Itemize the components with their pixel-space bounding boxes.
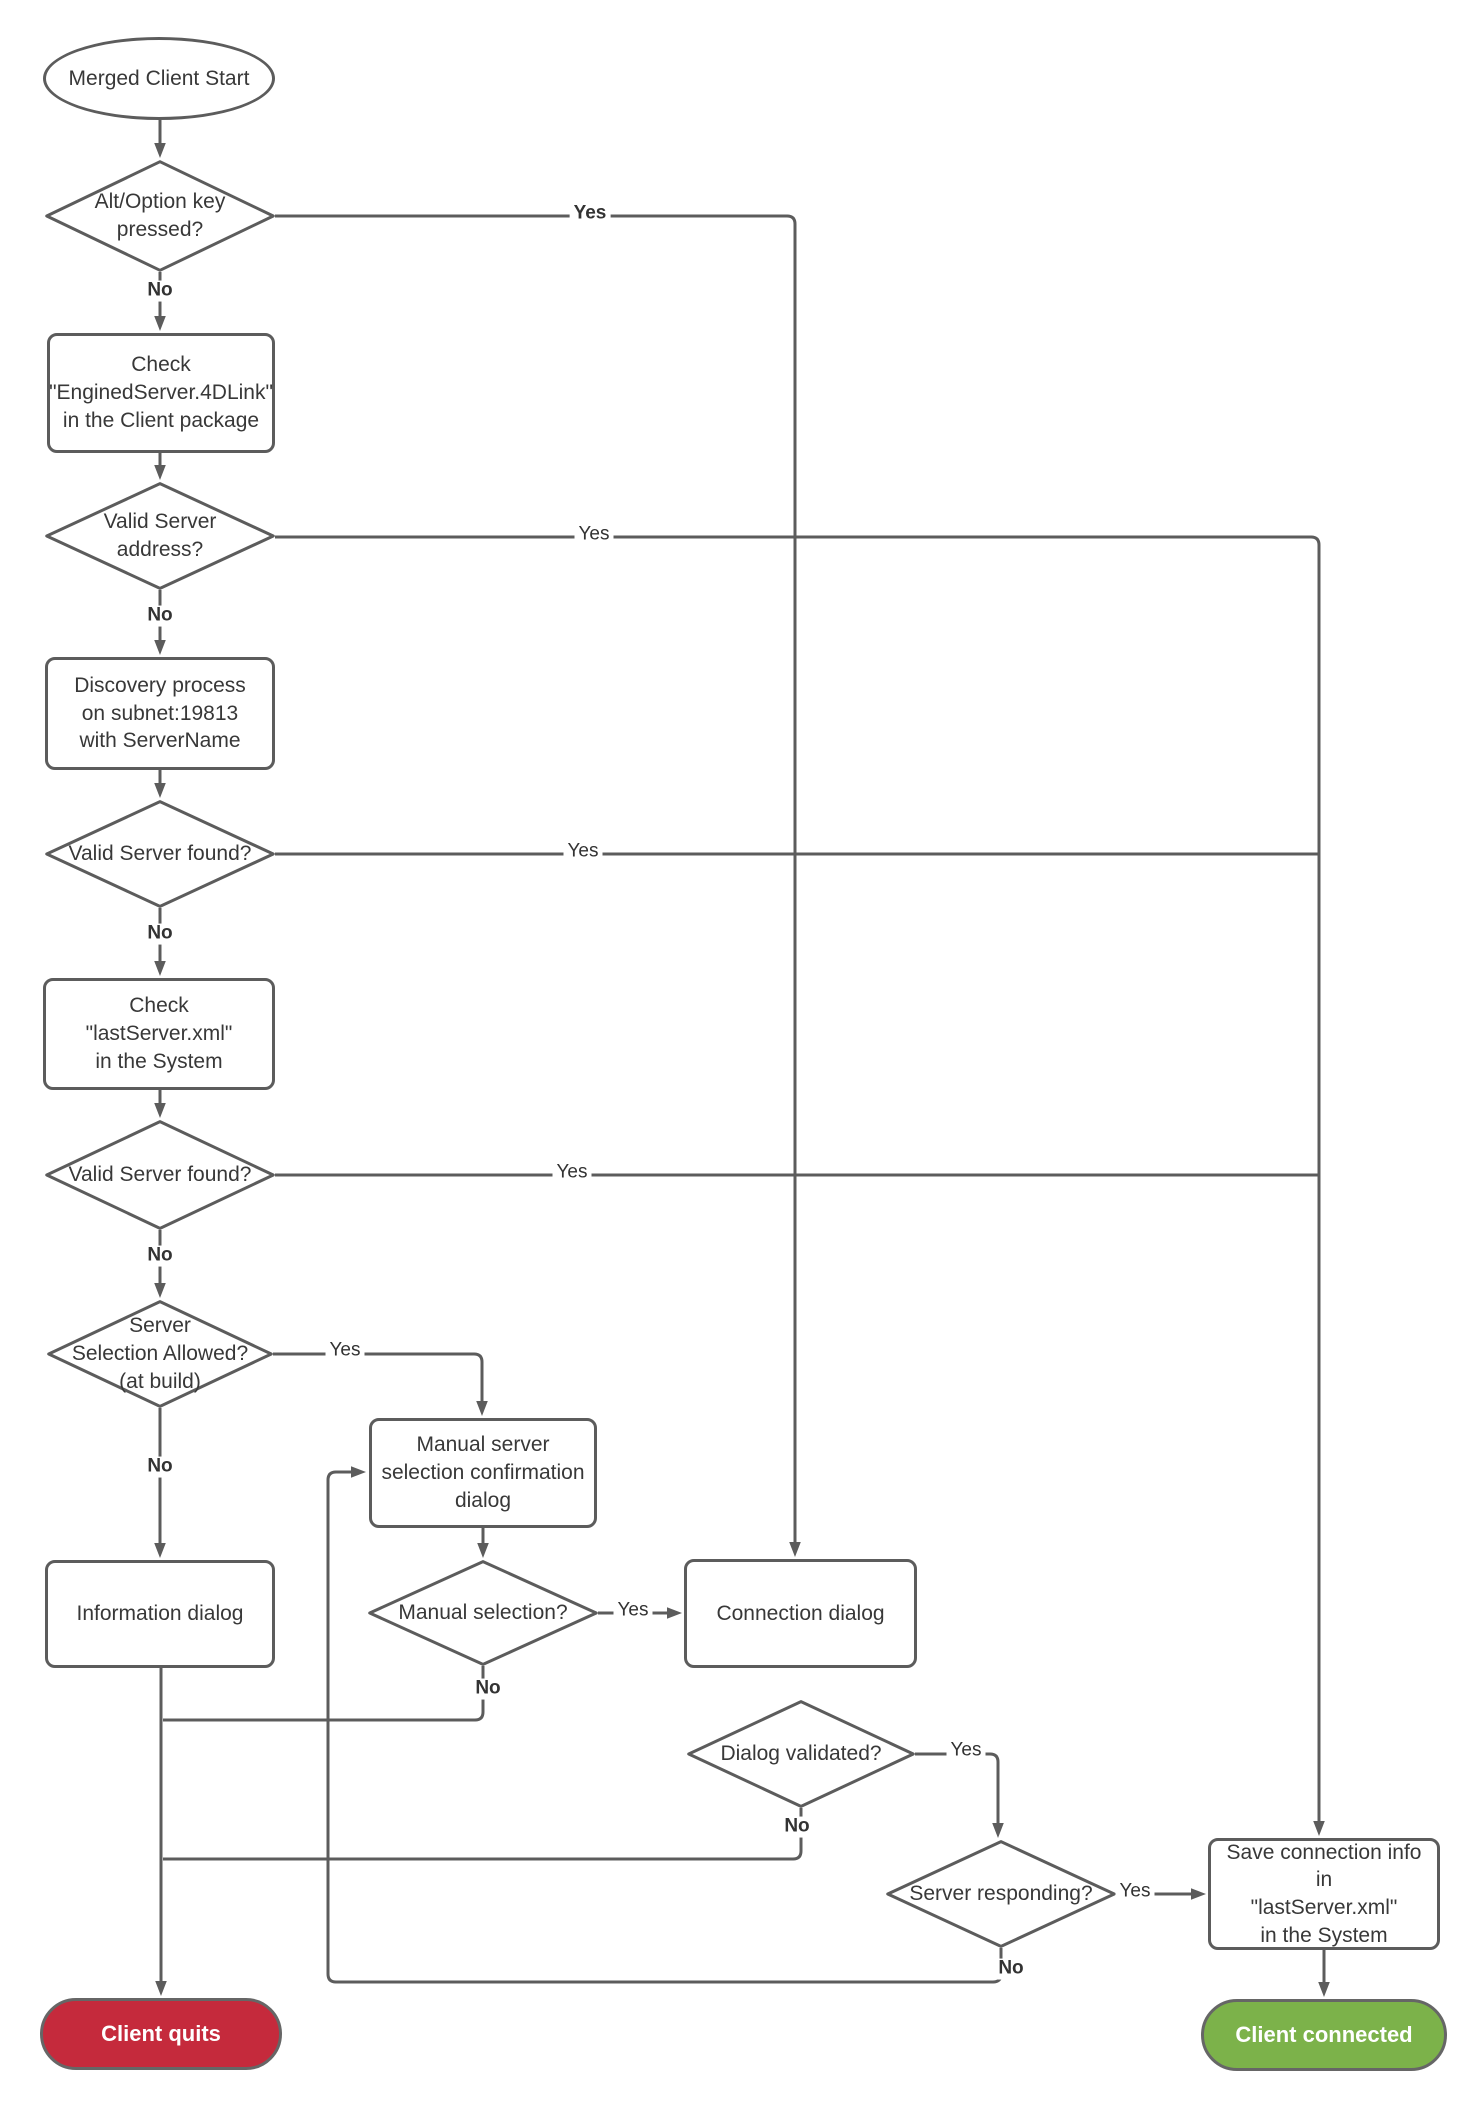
edge-manualdialog-to-manualselection <box>477 1528 489 1558</box>
edge-validfound2-no <box>154 1230 166 1298</box>
edge-serverselection-no <box>154 1408 166 1558</box>
arrowhead-icon <box>154 1543 166 1558</box>
arrowhead-icon <box>155 1981 167 1996</box>
edge-check4dlink-to-validaddress <box>154 453 166 480</box>
arrowhead-icon <box>789 1542 801 1557</box>
arrowhead-icon <box>154 316 166 331</box>
edge-saveconnection-to-clientconnected <box>1318 1950 1330 1997</box>
edge-validaddress-no <box>154 590 166 655</box>
arrowhead-icon <box>351 1466 366 1478</box>
edge-altoption-yes <box>275 214 801 1557</box>
arrowhead-icon <box>154 465 166 480</box>
edge-dialogvalidated-no <box>163 1808 803 1861</box>
edge-discovery-to-validfound1 <box>154 770 166 798</box>
arrowhead-icon <box>476 1401 488 1416</box>
edge-validaddress-yes <box>275 535 1325 1836</box>
edge-serverresponding-no <box>326 1466 1003 1984</box>
arrowhead-icon <box>477 1543 489 1558</box>
edge-informationdialog-to-clientquits <box>155 1668 167 1996</box>
arrowhead-icon <box>1313 1821 1325 1836</box>
edge-checklastserver-to-validfound2 <box>154 1090 166 1118</box>
arrowhead-icon <box>154 640 166 655</box>
edge-serverresponding-yes <box>1116 1888 1206 1900</box>
arrowhead-icon <box>154 1283 166 1298</box>
edge-start-to-altoption <box>154 120 166 158</box>
arrowhead-icon <box>1191 1888 1206 1900</box>
edge-manualselection-yes <box>598 1607 682 1619</box>
edge-validfound1-no <box>154 908 166 976</box>
edge-serverselection-yes <box>273 1352 488 1416</box>
edge-altoption-no <box>154 272 166 331</box>
edge-dialogvalidated-yes <box>915 1752 1004 1838</box>
arrowhead-icon <box>154 783 166 798</box>
edge-manualselection-no <box>163 1666 485 1722</box>
arrowhead-icon <box>992 1823 1004 1838</box>
arrowhead-icon <box>154 961 166 976</box>
arrowhead-icon <box>667 1607 682 1619</box>
arrowhead-icon <box>154 1103 166 1118</box>
arrowhead-icon <box>1318 1982 1330 1997</box>
arrowhead-icon <box>154 143 166 158</box>
